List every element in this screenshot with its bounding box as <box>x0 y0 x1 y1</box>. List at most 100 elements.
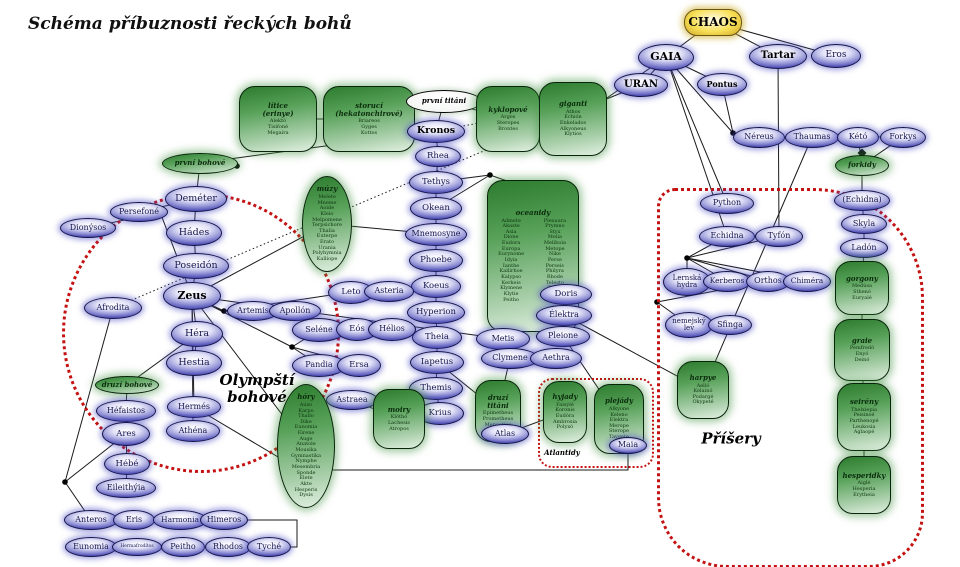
node-himeros: Himeros <box>200 510 248 530</box>
node-label: hóry <box>297 392 315 402</box>
node-storuci: storucí (hekatonchirové)Briareos Gyges K… <box>323 86 415 152</box>
node-uran: URAN <box>614 73 668 97</box>
node-members: Melete Mneme Aoide Kleio Melpomene Terps… <box>311 194 343 263</box>
node-label: druzí titáni <box>487 392 509 410</box>
node-label: moiry <box>387 404 411 414</box>
node-keto: Kétó <box>837 126 879 148</box>
node-python: Python <box>700 192 754 214</box>
node-label: Eunomia <box>73 541 109 551</box>
node-doris: Doris <box>540 283 592 305</box>
node-pleione: Pleione <box>536 325 590 347</box>
prisery-label: Příšery <box>701 429 761 448</box>
node-label: Ladón <box>851 242 877 252</box>
node-label: Doris <box>554 288 578 299</box>
node-eros: Eros <box>811 44 861 68</box>
node-echidna2: (Echidna) <box>834 189 890 211</box>
node-label: Echidna <box>710 230 744 240</box>
node-litice: lítice (erinye)Alektó Tisifoné Megaira <box>239 86 317 152</box>
edge-line <box>193 406 629 471</box>
node-label: Krius <box>428 407 452 418</box>
node-label: Deméter <box>175 193 217 205</box>
node-label: Pleione <box>548 330 578 340</box>
node-label: Eris <box>125 514 143 524</box>
node-label: Hermés <box>178 401 210 411</box>
node-label: Hermafrodítos <box>120 543 154 549</box>
node-label: Kronos <box>416 125 456 137</box>
node-label: seirény <box>849 397 879 407</box>
node-label: Peitho <box>170 541 196 551</box>
node-label: Orthos <box>754 275 782 285</box>
node-label: gorgony <box>846 273 878 283</box>
node-label: Koeus <box>422 280 450 291</box>
node-members: Faisylé Koronis Eudóra Ambrosia Polyxó <box>552 401 578 431</box>
node-label: (Echidna) <box>842 194 882 204</box>
node-atlas: Atlas <box>481 424 529 444</box>
node-label: Tyfón <box>767 230 791 240</box>
node-label: giganti <box>559 99 587 109</box>
node-members: Athos Echión Enkelados Alkyoneus Klytios <box>559 108 587 138</box>
node-label: Clymene <box>492 352 528 362</box>
node-eileithyia: Eileithýia <box>96 478 156 498</box>
node-label: hesperidky <box>842 470 886 480</box>
node-label: Rhodos <box>212 541 244 551</box>
node-pandia: Pandia <box>292 353 346 377</box>
node-label: Hádes <box>178 227 210 239</box>
node-label: Héra <box>184 328 210 340</box>
node-label: Tartar <box>760 49 796 61</box>
node-maia: Maia <box>609 436 647 454</box>
node-members: Alkyone Keleno Elektra Merope Sterope Ta… <box>608 405 630 440</box>
edge-line <box>665 56 728 204</box>
node-label: Dionýsos <box>69 222 107 232</box>
node-members: Medúsa Sthenó Euryalé <box>851 283 873 301</box>
node-label: URAN <box>624 78 658 90</box>
node-members: Thelxiepia Peisinoé Parthenopé Leukosia … <box>849 406 879 436</box>
node-tyfon: Tyfón <box>755 225 803 247</box>
junction-dot <box>62 479 68 485</box>
node-label: CHAOS <box>688 15 738 29</box>
node-label: Persefoné <box>118 206 160 216</box>
node-nereus: Néreus <box>733 126 785 148</box>
node-label: Lernská hydra <box>672 273 702 289</box>
node-hera: Héra <box>171 321 223 347</box>
node-gaia: GAIA <box>638 43 694 71</box>
node-label: Tethys <box>421 176 451 187</box>
node-label: první titáni <box>421 96 467 106</box>
node-label: Hyperion <box>415 306 457 317</box>
node-label: kyklopové <box>488 104 528 114</box>
node-label: Iapetus <box>420 356 454 367</box>
node-thaumas: Thaumas <box>785 126 839 148</box>
node-dionysos: Dionýsos <box>60 218 116 238</box>
node-aethra: Aethra <box>530 347 582 369</box>
node-label: Héfaistos <box>106 405 146 415</box>
node-rhea: Rhea <box>415 145 461 167</box>
node-label: graie <box>851 335 873 345</box>
node-apollon: Apollón <box>269 301 321 321</box>
node-label: Élektra <box>549 309 579 319</box>
node-hefaistos: Héfaistos <box>96 400 156 422</box>
node-label: Thaumas <box>793 131 831 141</box>
node-label: první bohové <box>174 158 226 168</box>
junction-dot <box>221 308 227 314</box>
node-chimera: Chiméra <box>783 270 831 292</box>
node-afrodita: Afrodita <box>84 297 142 319</box>
node-echidna: Echidna <box>699 225 755 247</box>
node-label: Kerberos <box>709 276 745 286</box>
node-label: Astraea <box>336 394 368 404</box>
node-chaos: CHAOS <box>684 8 742 36</box>
node-astraea: Astraea <box>326 390 378 410</box>
node-tethys: Tethys <box>409 170 463 194</box>
node-koeus: Koeus <box>411 274 461 298</box>
node-label: plejády <box>604 396 634 406</box>
node-label: GAIA <box>650 50 682 64</box>
node-elektra: Élektra <box>536 304 592 326</box>
node-label: Forkys <box>889 131 917 141</box>
node-hades: Hádes <box>166 220 222 246</box>
edge-line <box>248 519 298 548</box>
node-druzi-bohove: druzí bohové <box>95 376 159 394</box>
node-skyla: Skyla <box>841 214 887 234</box>
